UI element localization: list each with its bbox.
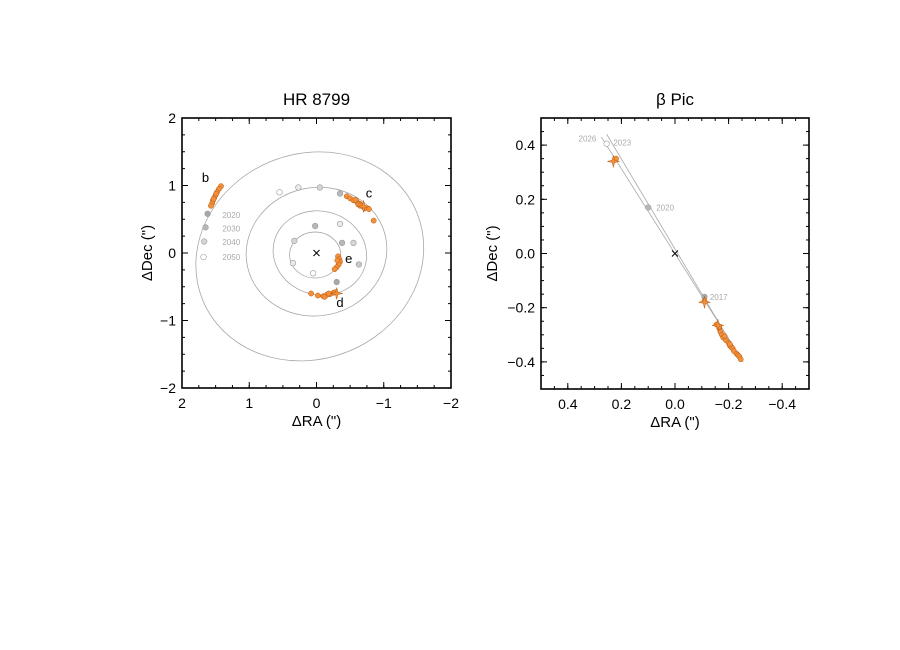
planet-label-c: c — [366, 186, 373, 201]
y-axis-label: ΔDec (") — [484, 225, 501, 281]
epoch-marker — [291, 237, 298, 244]
epoch-marker — [603, 140, 610, 147]
epoch-marker — [310, 270, 317, 277]
y-tick-label: −0.2 — [507, 300, 535, 316]
x-axis-label: ΔRA (") — [650, 414, 700, 431]
epoch-marker — [338, 239, 346, 246]
chart-title: β Pic — [656, 90, 695, 109]
planet-label-d: d — [336, 295, 343, 310]
epoch-label: 2050 — [222, 253, 240, 262]
y-tick-label: 2 — [168, 110, 176, 126]
observation-point — [213, 190, 220, 197]
x-tick-label: 0.4 — [558, 396, 578, 412]
epoch-marker — [276, 189, 283, 196]
epoch-marker — [201, 238, 208, 245]
observation-point — [737, 356, 744, 363]
epoch-marker — [312, 222, 319, 230]
y-tick-label: 0.0 — [516, 246, 536, 262]
epoch-label: 2030 — [222, 225, 240, 234]
epoch-marker — [355, 261, 362, 268]
orbit-ellipse — [245, 186, 388, 317]
epoch-label: 2017 — [710, 293, 728, 302]
y-tick-label: 0 — [168, 245, 176, 261]
beta-pic-panel: β Pic 2026 2023 2020 2017 0.4 0.2 0.0 −0.2 −0.4 0.… — [484, 90, 810, 431]
orbit-ellipse — [289, 231, 342, 279]
observation-point — [308, 290, 314, 297]
observation-point — [334, 257, 341, 264]
star-marker — [357, 200, 370, 213]
observation-point — [208, 202, 214, 209]
epoch-label: 2026 — [579, 134, 597, 143]
epoch-marker — [295, 184, 302, 191]
epoch-marker — [336, 190, 344, 197]
epoch-marker — [645, 204, 652, 211]
x-tick-label: −0.4 — [768, 396, 796, 412]
observation-point — [331, 266, 338, 273]
epoch-marker — [289, 260, 297, 267]
observation-point — [314, 292, 321, 299]
observation-point — [352, 196, 359, 203]
y-tick-label: −1 — [160, 313, 176, 329]
observation-point — [321, 294, 328, 300]
planet-label-e: e — [345, 251, 352, 266]
x-tick-label: 0 — [313, 395, 321, 411]
y-axis-label: ΔDec (") — [139, 225, 156, 281]
epoch-marker — [333, 278, 340, 286]
orbit-ellipse — [272, 210, 368, 296]
x-tick-label: 0.0 — [665, 396, 685, 412]
y-tick-label: −0.4 — [507, 354, 535, 370]
epoch-label: 2020 — [656, 203, 674, 212]
observation-point — [727, 341, 733, 348]
epoch-label: 2020 — [222, 211, 240, 220]
observation-point — [370, 217, 377, 224]
host-star-marker — [313, 249, 320, 257]
star-marker — [698, 296, 711, 309]
epoch-marker — [336, 220, 344, 228]
planet-label-b: b — [202, 170, 209, 185]
x-tick-label: 2 — [178, 395, 186, 411]
y-tick-label: 0.2 — [516, 191, 536, 207]
x-tick-label: −2 — [443, 395, 459, 411]
epoch-marker — [204, 210, 211, 217]
observation-point — [366, 206, 372, 212]
chart-title: HR 8799 — [283, 90, 350, 109]
epoch-marker — [200, 253, 207, 261]
x-axis-label: ΔRA (") — [292, 413, 342, 430]
x-tick-label: −1 — [376, 395, 392, 411]
epoch-label: 2023 — [613, 138, 631, 147]
epoch-label: 2040 — [222, 238, 240, 247]
y-tick-label: −2 — [160, 380, 176, 396]
host-star-marker — [671, 250, 679, 257]
epoch-marker — [350, 239, 357, 246]
star-marker — [607, 155, 620, 168]
x-tick-label: −0.2 — [715, 396, 743, 412]
y-tick-label: 0.4 — [516, 137, 536, 153]
star-marker — [330, 287, 343, 300]
observation-point — [210, 196, 217, 202]
x-tick-label: 0.2 — [612, 396, 632, 412]
x-tick-label: 1 — [245, 395, 253, 411]
y-tick-label: 1 — [168, 178, 176, 194]
star-marker — [711, 319, 724, 332]
epoch-marker — [202, 224, 209, 231]
epoch-marker — [316, 184, 323, 191]
orbit-ellipse — [195, 151, 425, 362]
observation-point — [721, 333, 728, 340]
